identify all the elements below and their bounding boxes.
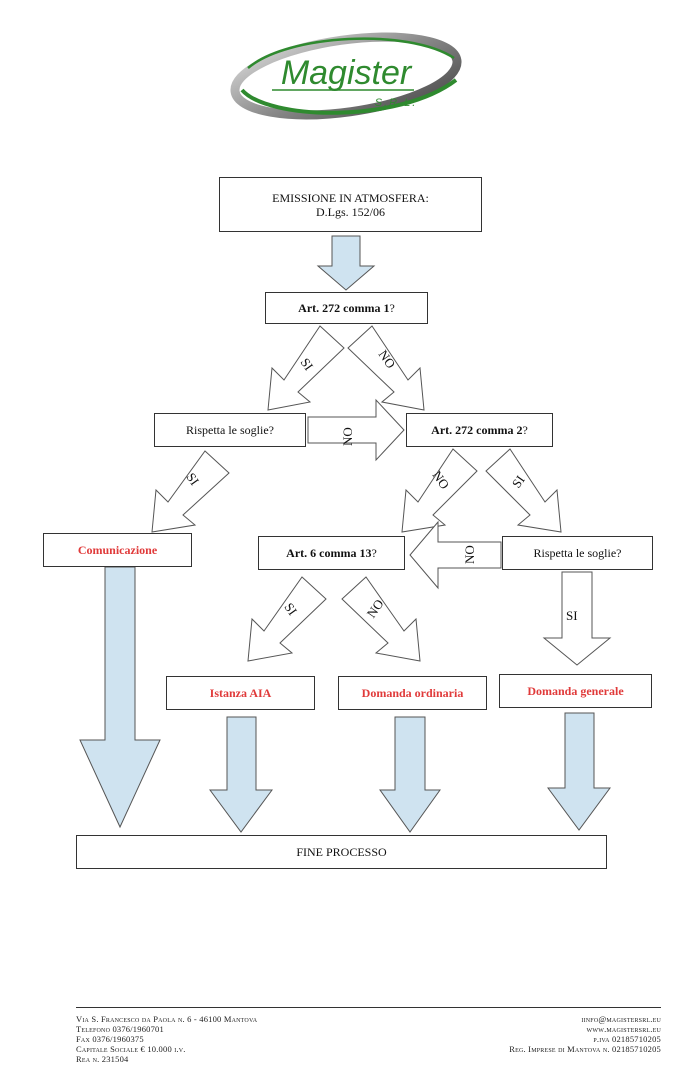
result-domanda-ordinaria: Domanda ordinaria xyxy=(338,676,487,710)
down-arrow-generale xyxy=(547,712,611,831)
flow-arrows: SI NO NO SI NO SI NO SI SI NO xyxy=(79,235,612,833)
start-line1: EMISSIONE IN ATMOSFERA: xyxy=(272,190,429,205)
result-domanda-generale: Domanda generale xyxy=(499,674,652,708)
question-art6-c13-text: Art. 6 comma 13 xyxy=(286,546,372,560)
down-arrow-comunicazione xyxy=(79,566,161,829)
question-soglie-1: Rispetta le soglie? xyxy=(154,413,306,447)
no-arrow-horizontal-left xyxy=(409,520,502,590)
result-istanza-aia: Istanza AIA xyxy=(166,676,315,710)
result-istanza-aia-text: Istanza AIA xyxy=(209,686,272,700)
question-art272-c1-mark: ? xyxy=(389,301,395,315)
logo-sub: S.R.L. xyxy=(375,97,418,109)
no-arrow-1 xyxy=(347,325,425,411)
result-comunicazione: Comunicazione xyxy=(43,533,192,567)
question-art272-c2-mark: ? xyxy=(522,423,528,437)
label-no-horizontal-left: NO xyxy=(462,545,477,564)
footer-capital: Capitale Sociale € 10.000 i.v. xyxy=(76,1044,186,1054)
result-domanda-ordinaria-text: Domanda ordinaria xyxy=(361,686,464,700)
result-comunicazione-text: Comunicazione xyxy=(77,543,158,557)
question-soglie-2: Rispetta le soglie? xyxy=(502,536,653,570)
logo-name: Magister xyxy=(281,54,413,92)
label-si-down: SI xyxy=(566,608,578,623)
no-arrow-horizontal xyxy=(307,398,405,462)
down-arrow-istanza xyxy=(209,716,273,833)
question-soglie-1-text: Rispetta le soglie? xyxy=(186,423,274,437)
question-art272-c2: Art. 272 comma 2? xyxy=(406,413,553,447)
footer-website: www.magistersrl.eu xyxy=(586,1024,661,1034)
si-arrow-down xyxy=(542,571,612,666)
question-art6-c13-mark: ? xyxy=(371,546,377,560)
end-text: FINE PROCESSO xyxy=(296,845,387,859)
result-domanda-generale-text: Domanda generale xyxy=(527,684,624,698)
footer: Via S. Francesco da Paola n. 6 - 46100 M… xyxy=(76,1007,661,1064)
start-line2: D.Lgs. 152/06 xyxy=(316,204,385,219)
footer-address-line: Via S. Francesco da Paola n. 6 - 46100 M… xyxy=(76,1014,258,1024)
si-arrow-2 xyxy=(151,450,230,533)
end-box: FINE PROCESSO xyxy=(76,835,607,869)
logo: Magister S.R.L. xyxy=(228,28,464,122)
question-art272-c1-text: Art. 272 comma 1 xyxy=(298,301,390,315)
no-arrow-2 xyxy=(401,448,478,533)
si-arrow-1 xyxy=(267,325,345,411)
footer-registry: Reg. Imprese di Mantova n. 02185710205 xyxy=(509,1044,661,1054)
label-no-horizontal: NO xyxy=(340,427,355,446)
down-arrow-ordinaria xyxy=(379,716,441,833)
si-arrow-4 xyxy=(247,576,327,662)
start-box: EMISSIONE IN ATMOSFERA: D.Lgs. 152/06 xyxy=(219,177,482,232)
down-arrow-start xyxy=(316,235,376,291)
question-art272-c2-text: Art. 272 comma 2 xyxy=(431,423,523,437)
footer-rea: Rea n. 231504 xyxy=(76,1054,129,1064)
question-art272-c1: Art. 272 comma 1? xyxy=(265,292,428,324)
question-soglie-2-text: Rispetta le soglie? xyxy=(533,546,622,560)
footer-contacts: iinfo@magistersrl.eu www.magistersrl.eu … xyxy=(509,1014,661,1054)
logo-swoosh-icon: Magister S.R.L. xyxy=(230,32,462,120)
footer-address: Via S. Francesco da Paola n. 6 - 46100 M… xyxy=(76,1014,257,1064)
footer-fax: Fax 0376/1960375 xyxy=(76,1034,144,1044)
question-art6-c13: Art. 6 comma 13? xyxy=(258,536,405,570)
no-arrow-4 xyxy=(341,576,421,662)
footer-email: iinfo@magistersrl.eu xyxy=(581,1014,661,1024)
si-arrow-3 xyxy=(485,448,562,533)
footer-piva: p.iva 02185710205 xyxy=(593,1034,661,1044)
footer-phone: Telefono 0376/1960701 xyxy=(76,1024,164,1034)
